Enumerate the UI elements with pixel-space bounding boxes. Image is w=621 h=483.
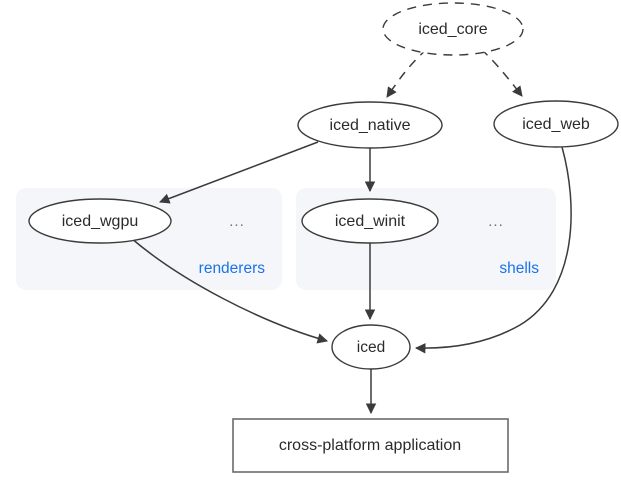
- cluster-renderers-label: renderers: [199, 260, 266, 277]
- cluster-shells-label: shells: [499, 260, 539, 277]
- node-iced-core-shape[interactable]: [382, 2, 524, 56]
- edge-iced-core-to-iced-native: [386, 48, 428, 98]
- node-iced-wgpu-label: iced_wgpu: [62, 213, 139, 230]
- node-iced-winit[interactable]: iced_winit: [301, 198, 439, 244]
- cluster-renderers-ellipsis: ...: [229, 213, 245, 230]
- node-iced-wgpu[interactable]: iced_wgpu: [28, 198, 172, 244]
- node-iced-native-label: iced_native: [330, 117, 411, 134]
- node-iced-native[interactable]: iced_native: [297, 101, 443, 149]
- edge-iced-web-to-iced: [414, 146, 572, 354]
- node-iced-winit-label: iced_winit: [335, 213, 406, 230]
- edge-iced-native-to-iced-wgpu: [159, 141, 319, 204]
- node-iced-wgpu-shape[interactable]: [28, 198, 172, 244]
- node-iced-core[interactable]: iced_core: [382, 2, 524, 56]
- node-iced-native-shape[interactable]: [297, 101, 443, 149]
- node-cross-platform-application[interactable]: cross-platform application: [232, 418, 509, 473]
- node-iced-shape[interactable]: [331, 324, 411, 370]
- node-iced[interactable]: iced: [331, 324, 411, 370]
- node-iced-web-shape[interactable]: [493, 100, 619, 148]
- edges-layer: [130, 48, 572, 415]
- node-iced-core-label: iced_core: [418, 21, 487, 38]
- node-iced-web[interactable]: iced_web: [493, 100, 619, 148]
- node-iced-web-label: iced_web: [522, 116, 590, 133]
- node-iced-winit-shape[interactable]: [301, 198, 439, 244]
- node-application-shape[interactable]: [232, 418, 509, 473]
- cluster-shells-ellipsis: ...: [488, 213, 504, 230]
- node-application-label: cross-platform application: [279, 437, 461, 454]
- edge-iced-wgpu-to-iced: [130, 237, 329, 344]
- edge-iced-core-to-iced-web: [480, 48, 523, 97]
- node-iced-label: iced: [357, 339, 385, 356]
